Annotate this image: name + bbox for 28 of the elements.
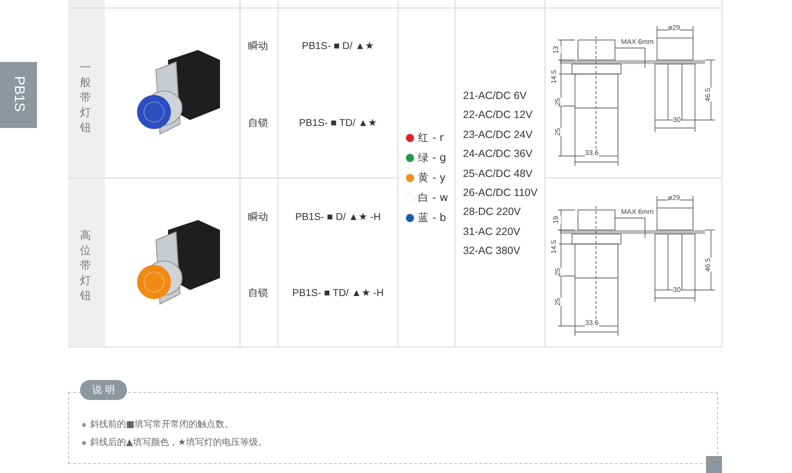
switch-type-label: 自锁 [248, 118, 268, 130]
model-code: PB1S- ■ TD/ ▲★ -H [291, 288, 385, 300]
voltage-option: 23-AC/DC 24V [463, 128, 532, 141]
category-label: 一般带灯钮 [80, 60, 92, 135]
color-option: 黄 - y [418, 172, 446, 184]
note-heading: 说 明 [80, 380, 128, 400]
note-text: 斜线后的▲填写颜色，★填写灯的电压等级。 [90, 437, 267, 449]
voltage-option: 25-AC/DC 48V [463, 168, 532, 180]
model-code: PB1S- ■ D/ ▲★ [300, 41, 376, 53]
voltage-option: 26-AC/DC 110V [463, 187, 538, 199]
switch-type-label: 自锁 [248, 288, 268, 300]
voltage-option: 31-AC 220V [463, 226, 520, 238]
color-option: 蓝 - b [418, 212, 446, 224]
note-text: 斜线前的■填写常开常闭的触点数。 [90, 419, 234, 431]
switch-type-label: 瞬动 [248, 212, 268, 224]
voltage-option: 32-AC 380V [463, 245, 520, 258]
color-option: 红 - r [418, 132, 444, 144]
series-label: PB1S [12, 76, 28, 112]
model-code: PB1S- ■ TD/ ▲★ [298, 118, 378, 130]
color-option: 绿 - g [418, 152, 446, 164]
category-label: 高位带灯钮 [80, 228, 92, 303]
voltage-option: 24-AC/DC 36V [463, 148, 532, 160]
voltage-option: 28-DC 220V [463, 206, 521, 218]
voltage-option: 22-AC/DC 12V [463, 109, 532, 122]
color-option: 白 - w [418, 192, 448, 204]
voltage-option: 21-AC/DC 6V [463, 90, 527, 102]
model-code: PB1S- ■ D/ ▲★ -H [294, 212, 382, 224]
switch-type-label: 瞬动 [248, 41, 268, 53]
